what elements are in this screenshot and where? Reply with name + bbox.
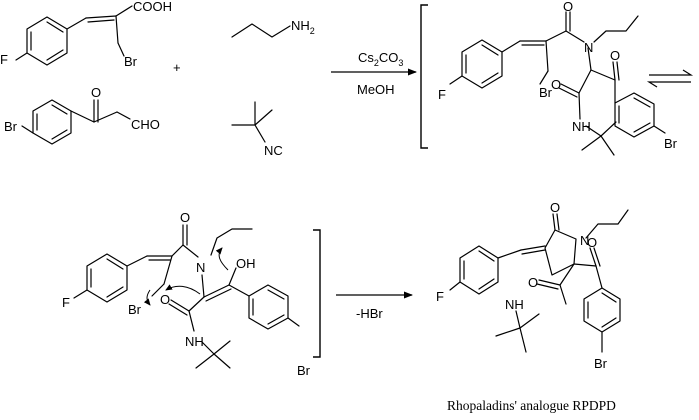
oxygen-label: O [610, 48, 620, 63]
bromo-label: Br [297, 363, 311, 378]
amide-nh-label: NH [185, 334, 204, 349]
product-rpdpd: F O N O O NH Br [436, 200, 629, 371]
reactant-tert-butyl-isocyanide: NC [231, 101, 283, 158]
oxygen-label: O [528, 275, 538, 290]
hydroxyl-label: OH [236, 256, 256, 271]
curly-arrow-enol [215, 247, 229, 271]
product-caption: Rhopaladins' analogue RPDPD [447, 398, 616, 413]
bromo-label: Br [594, 356, 608, 371]
intermediate-enol-form: F Br O N OH O NH Br [62, 210, 311, 378]
bracket-left [420, 4, 428, 149]
nitrogen-label: N [580, 233, 589, 248]
fluoro-label: F [436, 289, 444, 304]
reactant-bromophenylglyoxal: Br O CHO [4, 85, 160, 145]
oxygen-label: O [180, 210, 190, 225]
bromo-label: Br [664, 136, 678, 151]
amine-label: NH2 [291, 18, 315, 36]
oxygen-label: O [160, 292, 170, 307]
bracket-right [313, 229, 321, 358]
equilibrium-arrows [646, 69, 694, 88]
oxygen-label: O [551, 77, 561, 92]
elimination-label: -HBr [356, 306, 383, 321]
amide-nh-label: NH [505, 297, 524, 312]
oxygen-label: O [563, 0, 573, 14]
bromo-label: Br [128, 302, 142, 317]
aldehyde-label: CHO [131, 117, 160, 132]
plus-sign: + [173, 60, 181, 75]
oxygen-label: O [91, 85, 101, 100]
bromo-label: Br [124, 54, 138, 69]
nitrogen-label: N [584, 40, 593, 55]
intermediate-keto-form: F Br O N O O NH Br [438, 0, 678, 156]
reactant-bromomethyl-cinnamic-acid: F COOH Br [0, 0, 172, 69]
base-reagent: Cs2CO3 [358, 50, 403, 68]
curly-arrow-bromide [143, 289, 151, 306]
carboxylic-acid-label: COOH [133, 0, 172, 14]
curly-arrow-alkylation [165, 284, 201, 295]
oxygen-label: O [587, 235, 597, 250]
amide-nh-label: NH [572, 119, 591, 134]
fluoro-label: F [438, 87, 446, 102]
fluoro-label: F [62, 295, 70, 310]
oxygen-label: O [550, 200, 560, 215]
nitrogen-label: N [196, 260, 205, 275]
isocyanide-label: NC [264, 143, 283, 158]
bromo-label: Br [539, 85, 553, 100]
fluoro-label: F [0, 52, 8, 67]
solvent-label: MeOH [357, 82, 395, 97]
bromo-label: Br [4, 119, 18, 134]
reactant-propylamine: NH2 [231, 18, 315, 38]
reaction-arrow-2: -HBr [336, 291, 413, 321]
reaction-arrow-1: Cs2CO3 MeOH [331, 50, 417, 97]
